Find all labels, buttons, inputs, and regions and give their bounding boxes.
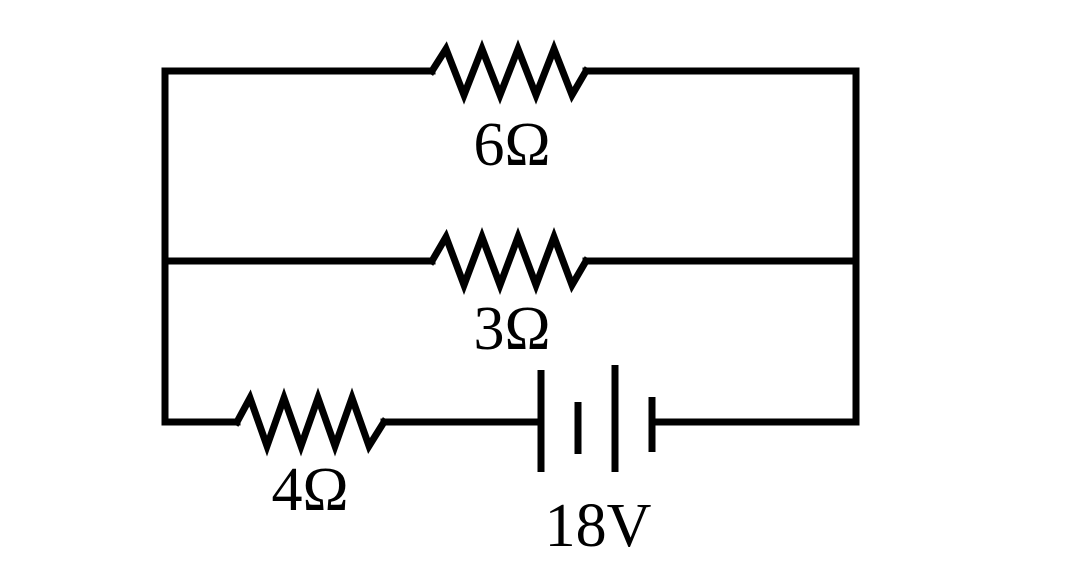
battery-label: 18V: [545, 492, 652, 560]
battery-18v: [537, 365, 656, 472]
resistor-4-ohm: [232, 387, 389, 457]
resistor-6-ohm-label: 6Ω: [473, 111, 550, 179]
resistor-3-ohm-label: 3Ω: [473, 295, 550, 363]
resistor-6-ohm: [427, 39, 591, 105]
resistor-4-ohm-label: 4Ω: [271, 456, 348, 524]
resistor-3-ohm: [427, 227, 591, 295]
